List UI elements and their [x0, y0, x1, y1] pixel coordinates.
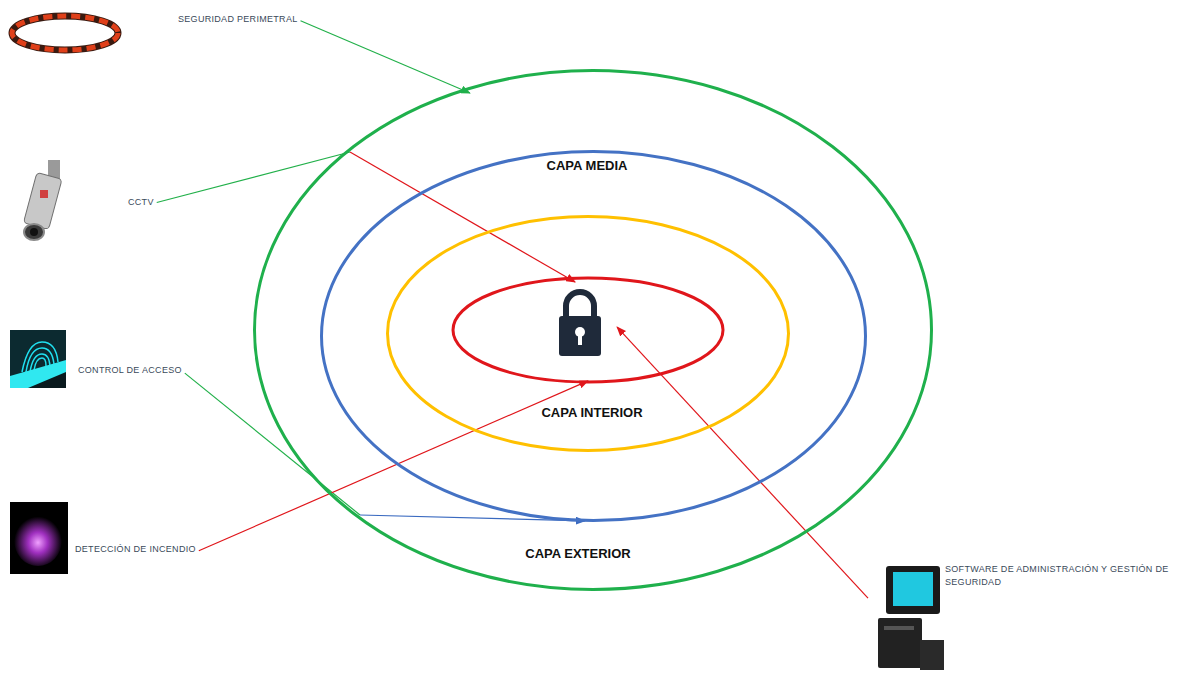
ring-outline: [320, 150, 867, 522]
computer-icon: [878, 566, 944, 670]
camera-icon: [23, 160, 62, 240]
perimeter-label: SEGURIDAD PERIMETRAL: [178, 8, 298, 26]
layer-label: CAPA INTERIOR: [538, 405, 645, 420]
perimeter-icon: [12, 16, 118, 50]
layer-label: CAPA MEDIA: [544, 158, 631, 173]
fingerprint-icon: [10, 330, 66, 388]
cctv-label: CCTV: [128, 191, 154, 209]
padlock-icon: [559, 292, 601, 356]
connector-arrow: [185, 373, 585, 521]
inner-layer-ring: CAPA INTERIOR: [386, 215, 790, 452]
component-label: CONTROL DE ACCESO: [78, 364, 182, 377]
connector-arrow: [199, 381, 588, 551]
software-label: SOFTWARE DE ADMINISTRACIÓN Y GESTIÓN DE …: [868, 563, 1168, 673]
component-label: SOFTWARE DE ADMINISTRACIÓN Y GESTIÓN DE …: [945, 563, 1170, 589]
fire-icon: [10, 502, 68, 574]
connector-arrow: [157, 152, 575, 282]
inner-ring: [453, 278, 723, 382]
outer-layer-ring: CAPA EXTERIOR CAPA MEDIA CAPA INTERIOR: [253, 69, 933, 591]
connector-arrow: [617, 327, 868, 598]
component-label: DETECCIÓN DE INCENDIO: [75, 543, 196, 556]
fire-detection-label: DETECCIÓN DE INCENDIO: [75, 538, 196, 556]
middle-layer-ring: CAPA MEDIA CAPA INTERIOR: [320, 150, 867, 522]
ring-outline: [253, 69, 933, 591]
component-label: CCTV: [128, 196, 154, 209]
connector-arrow: [301, 21, 470, 93]
component-label: SEGURIDAD PERIMETRAL: [178, 13, 298, 26]
layer-label: CAPA EXTERIOR: [522, 546, 633, 561]
access-control-label: CONTROL DE ACCESO: [78, 359, 182, 377]
